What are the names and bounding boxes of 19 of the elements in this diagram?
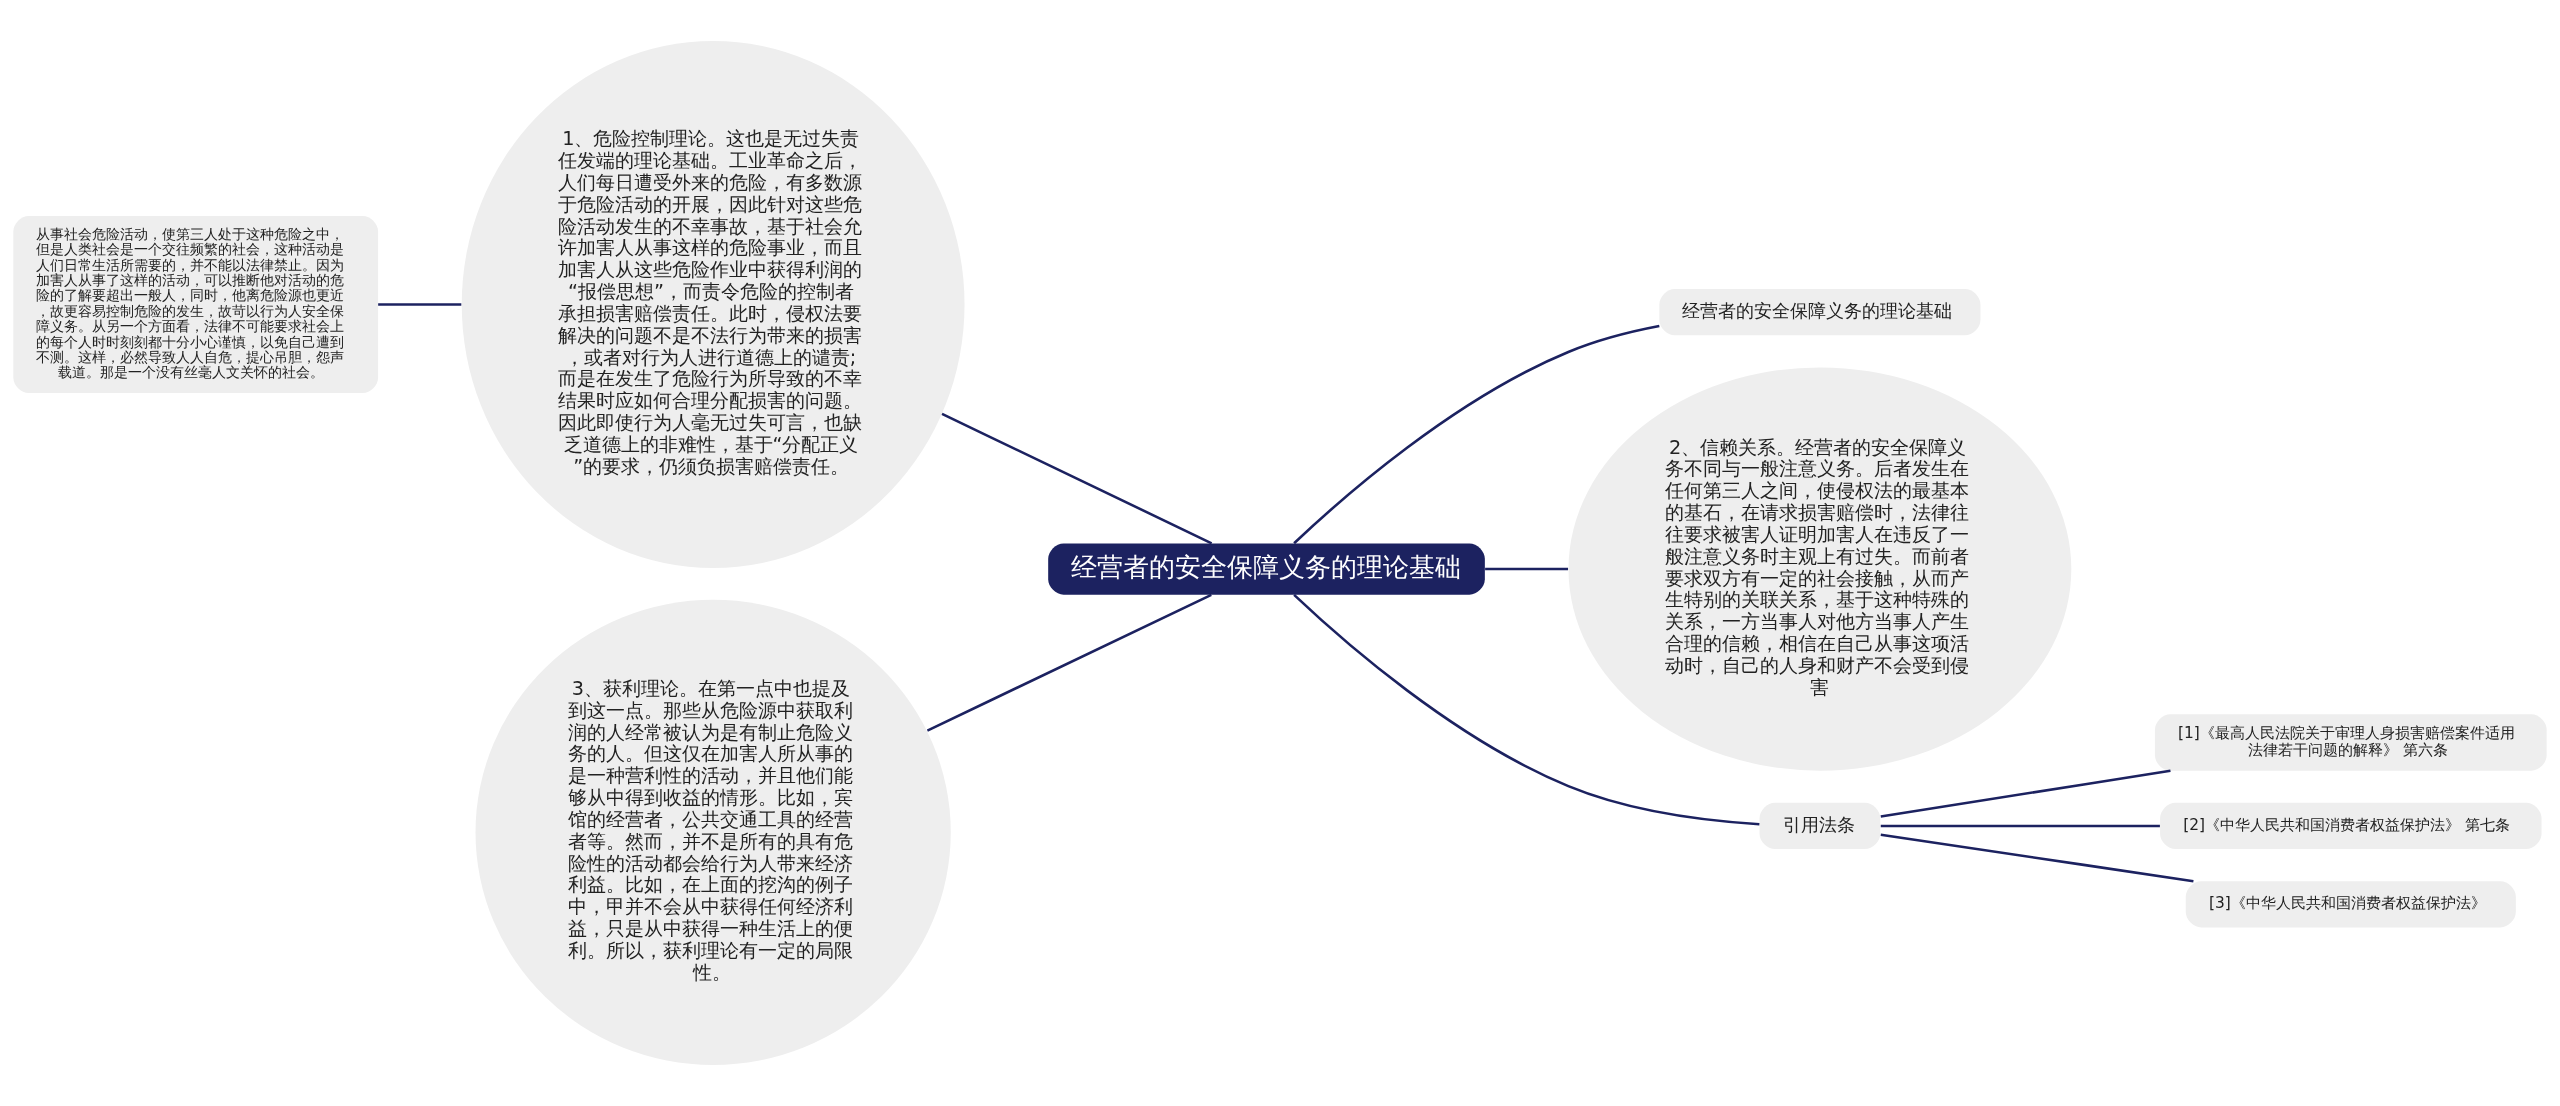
node-ellipse: 2、信赖关系。经营者的安全保障义务不同与一般注意义务。后者发生在任何第三人之间，使侵权法的最基本的基石，在请求损害赔偿时，法律往往要求被害人证明加害人在违反了一般注意义务时主观上有过失。而前者要求双方有一定的社会接触，从而产生特别的关联关系，基于这种特殊的关系，一方当事人对他方当事人产生合理的信赖，相信在自己从事这项活动时，自己的人身和财产不会受到侵害 (1568, 367, 2072, 771)
connector (941, 412, 1213, 545)
node-box: [2]《中华人民共和国消费者权益保护法》 第七条 (2160, 802, 2542, 850)
node-box: [1]《最高人民法院关于审理人身损害赔偿案件适用法律若干问题的解释》 第六条 (2154, 714, 2547, 771)
connector (926, 593, 1212, 732)
connector (1293, 593, 1760, 826)
connector (1880, 824, 2160, 828)
node-box: 从事社会危险活动，使第三人处于这种危险之中，但是人类社会是一个交往频繁的社会，这种活动是人们日常生活所需要的，并不能以法律禁止。因为加害人从事了这样的活动，可以推断他对活动的危险的了解要超出一般人，同时，他离危险源也更近，故更容易控制危险的发生，故苛以行为人安全保障义务。从另一个方面看，法律不可能要求社会上的每个人时时刻刻都十分小心谨慎，以免自己遭到不测。这样，必然导致人人自危，提心吊胆，怨声载道。那是一个没有丝毫人文关怀的社会。 (13, 215, 379, 394)
connector (1880, 769, 2171, 818)
node-box: 经营者的安全保障义务的理论基础 (1048, 543, 1485, 595)
node-circle: 1、危险控制理论。这也是无过失责任发端的理论基础。工业革命之后，人们每日遭受外来的危险，有多数源于危险活动的开展，因此针对这些危险活动发生的不幸事故，基于社会允许加害人从事这样的危险事业，而且加害人从这些危险作业中获得利润的“报偿思想”，而责令危险的控制者承担损害赔偿责任。此时，侵权法要解决的问题不是不法行为带来的损害，或者对行为人进行道德上的谴责;而是在发生了危险行为所导致的不幸结果时应如何合理分配损害的问题。因此即使行为人毫无过失可言，也缺乏道德上的非难性，基于“分配正义”的要求，仍须负损害赔偿责任。 (461, 41, 965, 568)
connector (1880, 833, 2194, 883)
connector (1485, 567, 1569, 571)
connector (378, 303, 462, 306)
connector (1293, 324, 1660, 545)
node-box: [3]《中华人民共和国消费者权益保护法》 (2185, 881, 2516, 928)
node-box: 经营者的安全保障义务的理论基础 (1659, 289, 1981, 336)
node-circle: 3、获利理论。在第一点中也提及到这一点。那些从危险源中获取利润的人经常被认为是有制止危险义务的人。但这仅在加害人所从事的是一种营利性的活动，并且他们能够从中得到收益的情形。比如，宾馆的经营者，公共交通工具的经营者等。然而，并不是所有的具有危险性的活动都会给行为人带来经济利益。比如，在上面的挖沟的例子中，甲并不会从中获得任何经济利益，只是从中获得一种生活上的便利。所以，获利理论有一定的局限性。 (475, 599, 951, 1065)
node-box: 引用法条 (1759, 802, 1881, 850)
